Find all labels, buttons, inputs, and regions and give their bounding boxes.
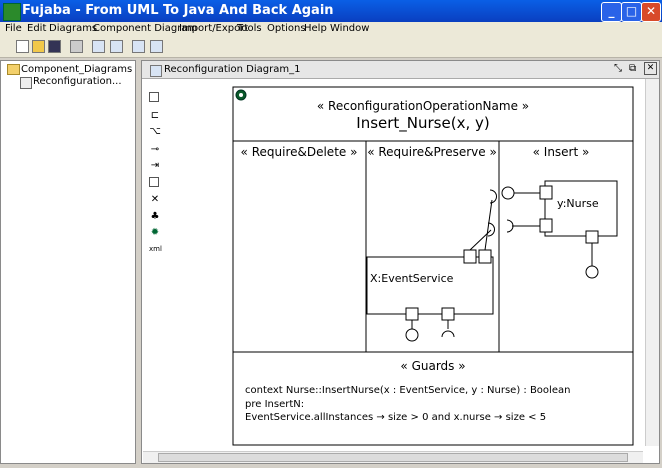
operation-name: Insert_Nurse(x, y)	[356, 114, 489, 133]
menu-tools[interactable]: Tools	[237, 23, 262, 34]
menu-options[interactable]: Options	[267, 23, 306, 34]
port-top-2[interactable]	[478, 249, 492, 264]
folder-icon	[7, 64, 20, 75]
guards-header: « Guards »	[400, 359, 465, 373]
socket-2	[487, 222, 495, 237]
diagram-new-icon[interactable]	[110, 40, 123, 53]
port-top-1[interactable]	[463, 249, 477, 264]
menu-edit[interactable]: Edit	[27, 23, 47, 34]
app-icon	[3, 3, 21, 21]
port-bottom-1[interactable]	[405, 307, 419, 321]
open-folder-icon[interactable]	[32, 40, 45, 53]
frame-maximize-icon[interactable]: ⧉	[629, 63, 637, 74]
diagram-frame-title: Reconfiguration Diagram_1	[164, 64, 301, 75]
tree-root[interactable]: Component_Diagrams	[21, 64, 133, 75]
nurse-port-2[interactable]	[539, 218, 553, 233]
require-tool-icon[interactable]: ⊸	[150, 144, 160, 155]
require-delete-header: « Require&Delete »	[241, 145, 358, 159]
nurse-component[interactable]	[544, 180, 618, 237]
diagram-frame-titlebar	[142, 61, 659, 79]
connector-tool-icon[interactable]: ⌥	[149, 126, 161, 137]
insert-header: « Insert »	[533, 145, 590, 159]
save-icon[interactable]	[48, 40, 61, 53]
menu-import-export[interactable]: Import/Export	[179, 23, 249, 34]
tree-item-reconfiguration[interactable]: Reconfiguration...	[33, 76, 122, 87]
vertical-scrollbar[interactable]	[645, 79, 659, 446]
window-titlebar	[0, 0, 662, 22]
diagram-node-icon	[20, 77, 32, 89]
delete-tool-icon[interactable]: ✕	[150, 194, 160, 205]
print-icon[interactable]	[70, 40, 83, 53]
port-tool-icon[interactable]: ⊏	[150, 110, 160, 121]
guards-line-3: EventService.allInstances → size > 0 and…	[245, 412, 546, 423]
close-button[interactable]: ✕	[641, 2, 661, 22]
nurse-label: y:Nurse	[557, 197, 599, 210]
stereotype-label: « ReconfigurationOperationName »	[317, 99, 529, 113]
menu-file[interactable]: File	[5, 23, 22, 34]
eventservice-component[interactable]	[366, 256, 494, 315]
component-tool-icon[interactable]	[149, 92, 159, 102]
port-bottom-2[interactable]	[441, 307, 455, 321]
nurse-required-interface	[506, 219, 514, 233]
nurse-port-1[interactable]	[539, 185, 553, 200]
paste-diagram-icon[interactable]	[150, 40, 163, 53]
menu-bar	[0, 22, 662, 37]
frame-restore-icon[interactable]: ⤡	[614, 63, 622, 74]
gear-hole	[239, 93, 243, 97]
window-title: Fujaba - From UML To Java And Back Again	[22, 3, 334, 18]
gear-icon[interactable]: ✹	[150, 227, 160, 238]
required-interface	[441, 330, 455, 338]
group-tool-icon[interactable]: ♣	[150, 211, 160, 222]
xml-tool-icon[interactable]: xml	[149, 245, 162, 253]
diagram-icon[interactable]	[92, 40, 105, 53]
project-tree	[0, 60, 136, 464]
new-file-icon[interactable]	[16, 40, 29, 53]
menu-diagrams[interactable]: Diagrams	[49, 23, 98, 34]
menu-help[interactable]: Help	[304, 23, 327, 34]
provided-interface	[405, 328, 419, 342]
nurse-port-bottom[interactable]	[585, 230, 599, 244]
frame-close-icon[interactable]: ✕	[644, 62, 657, 75]
menu-window[interactable]: Window	[330, 23, 370, 34]
wire-2	[484, 199, 493, 251]
frame-tool-icon[interactable]	[149, 177, 159, 187]
copy-diagram-icon[interactable]	[132, 40, 145, 53]
nurse-bottom-interface	[585, 265, 599, 279]
nurse-provided-interface	[501, 186, 515, 200]
toolbar	[0, 37, 662, 58]
horizontal-scroll-thumb[interactable]	[158, 453, 628, 462]
menu-component-diagram[interactable]: Component Diagram	[93, 23, 198, 34]
guards-line-1: context Nurse::InsertNurse(x : EventServ…	[245, 385, 570, 396]
frame-icon	[150, 65, 162, 77]
link-tool-icon[interactable]: ⇥	[150, 160, 160, 171]
eventservice-label: X:EventService	[370, 272, 454, 285]
require-preserve-header: « Require&Preserve »	[367, 145, 497, 159]
split-pane-divider[interactable]	[136, 60, 140, 464]
socket-1	[489, 189, 497, 204]
guards-line-2: pre InsertN:	[245, 399, 304, 410]
